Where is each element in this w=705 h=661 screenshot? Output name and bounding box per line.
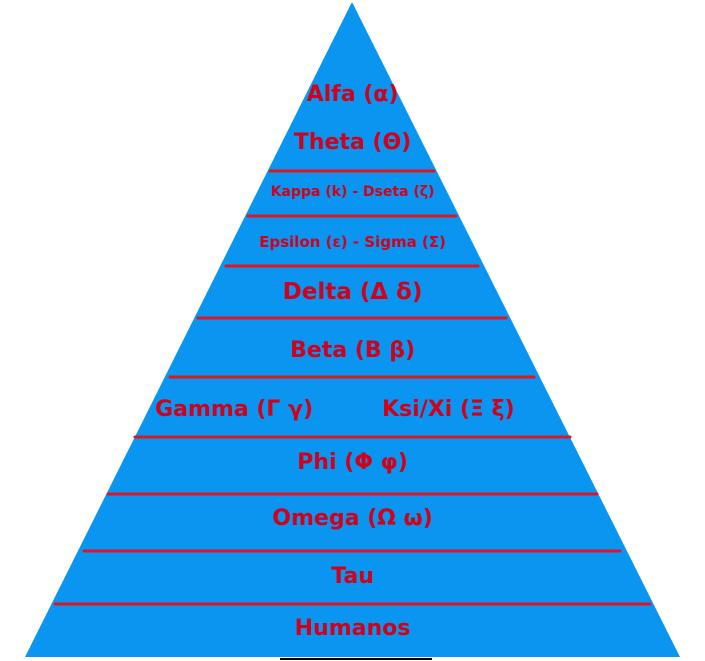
tier-delta: Delta (Δ δ)	[282, 279, 423, 305]
tier-tau: Tau	[331, 564, 374, 589]
tier-phi: Phi (Φ φ)	[297, 450, 408, 475]
tier-humanos: Humanos	[294, 616, 411, 641]
tier-alfa: Alfa (α)	[306, 82, 399, 107]
tier-ksi-xi: Ksi/Xi (Ξ ξ)	[382, 397, 515, 422]
tier-kappa-dseta: Kappa (k) - Dseta (ζ)	[270, 184, 435, 200]
tier-epsilon-sigma: Epsilon (ε) - Sigma (Σ)	[259, 233, 446, 251]
tier-gamma: Gamma (Γ γ)	[155, 397, 314, 422]
tier-beta: Beta (B β)	[290, 338, 415, 363]
tier-theta: Theta (Θ)	[293, 130, 412, 155]
tier-omega: Omega (Ω ω)	[272, 506, 433, 531]
